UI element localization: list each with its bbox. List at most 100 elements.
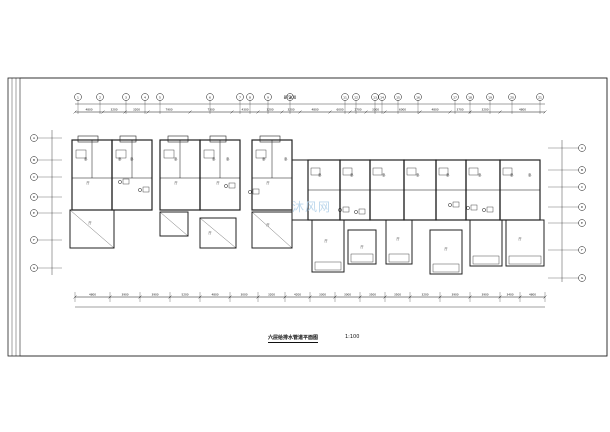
dim-text: 7900 xyxy=(165,108,172,112)
dim-tick xyxy=(383,295,387,299)
axis-label-top: 5 xyxy=(159,95,161,99)
dim-tick xyxy=(108,295,112,299)
fixture xyxy=(248,190,252,194)
room-label: 卧 xyxy=(478,172,481,177)
total-dimension: 87300 xyxy=(284,95,297,100)
balcony-hatch xyxy=(199,217,237,249)
dim-text: 3400 xyxy=(506,293,513,297)
balcony xyxy=(432,263,460,273)
room-label: 卧 xyxy=(382,172,385,177)
dim-text: 4800 xyxy=(85,108,92,112)
axis-label-top: 16 xyxy=(416,95,420,99)
axis-label-top: 12 xyxy=(354,95,358,99)
dim-tick xyxy=(308,295,312,299)
axis-label-top: 11 xyxy=(343,95,347,99)
balcony xyxy=(167,135,189,143)
dim-tick xyxy=(448,110,452,114)
dim-text: 3200 xyxy=(110,108,117,112)
axis-label-left: E xyxy=(33,211,35,215)
dim-text: 4800 xyxy=(431,108,438,112)
dim-tick xyxy=(383,110,387,114)
window xyxy=(468,167,479,176)
fixture xyxy=(138,188,142,192)
balcony xyxy=(77,135,99,143)
room-label: 卧 xyxy=(528,172,531,177)
dim-tick xyxy=(358,295,362,299)
balcony xyxy=(508,255,542,265)
window xyxy=(310,167,321,176)
fixture xyxy=(342,206,350,213)
fixture xyxy=(486,206,494,213)
window xyxy=(115,149,127,159)
dim-text: 7300 xyxy=(207,108,214,112)
dim-text: 3200 xyxy=(421,293,428,297)
dim-text: 3200 xyxy=(287,108,294,112)
fixture xyxy=(358,208,366,215)
axis-label-right: E xyxy=(581,221,583,225)
dim-tick xyxy=(101,110,105,114)
dim-text: 3900 xyxy=(151,293,158,297)
lower-room xyxy=(69,209,115,249)
lower-room xyxy=(505,219,545,267)
dim-tick xyxy=(518,295,522,299)
room-label: 厅 xyxy=(86,181,89,185)
dim-tick xyxy=(283,295,287,299)
dim-tick xyxy=(188,110,192,114)
room-label: 卧 xyxy=(284,156,287,161)
axis-label-right: D xyxy=(581,205,584,209)
drawing-frame xyxy=(7,77,608,357)
axis-label-left: B xyxy=(33,158,35,162)
dim-tick xyxy=(468,295,472,299)
axis-label-top: 6 xyxy=(209,95,211,99)
room-label: 厅 xyxy=(324,239,327,243)
dim-tick xyxy=(280,110,284,114)
dim-tick xyxy=(543,110,547,114)
balcony-hatch xyxy=(251,211,293,249)
window xyxy=(255,149,267,159)
room-label: 卧 xyxy=(350,172,353,177)
dim-text: 3300 xyxy=(319,293,326,297)
balcony xyxy=(472,255,500,265)
fixture xyxy=(448,203,452,207)
dim-tick xyxy=(228,295,232,299)
axis-label-right: C xyxy=(581,185,583,189)
balcony-hatch xyxy=(69,209,115,249)
dim-text: 6000 xyxy=(336,108,343,112)
inner-border xyxy=(19,77,608,357)
balcony xyxy=(388,253,410,263)
room-label: 厅 xyxy=(88,221,91,225)
dim-text: 4800 xyxy=(529,293,536,297)
room-label: 卧 xyxy=(318,172,321,177)
room-label: 卧 xyxy=(226,156,229,161)
lower-room xyxy=(385,219,413,265)
axis-label-top: 1 xyxy=(77,95,79,99)
dim-text: 3700 xyxy=(456,108,463,112)
dim-text: 3500 xyxy=(394,293,401,297)
dim-tick xyxy=(438,295,442,299)
lower-room xyxy=(347,229,377,265)
dim-text: 4800 xyxy=(311,108,318,112)
room-label: 厅 xyxy=(396,237,399,241)
dim-text: 3900 xyxy=(121,293,128,297)
dim-tick xyxy=(364,110,368,114)
dim-text: 3900 xyxy=(481,293,488,297)
axis-label-left: A xyxy=(33,136,36,140)
watermark: 沐风网 xyxy=(292,200,332,214)
window xyxy=(203,149,215,159)
dim-text: 3300 xyxy=(372,108,379,112)
window xyxy=(406,167,417,176)
lower-room xyxy=(469,219,503,267)
dim-tick xyxy=(498,110,502,114)
dim-text: 3000 xyxy=(240,293,247,297)
lower-room xyxy=(251,211,293,249)
dim-text: 3200 xyxy=(133,108,140,112)
balcony xyxy=(119,135,137,143)
balcony-hatch xyxy=(159,211,189,237)
axis-label-top: 8 xyxy=(249,95,251,99)
fixture xyxy=(338,208,342,212)
window xyxy=(372,167,383,176)
drawing-title: 六层给排水管道平面图 xyxy=(268,335,319,343)
